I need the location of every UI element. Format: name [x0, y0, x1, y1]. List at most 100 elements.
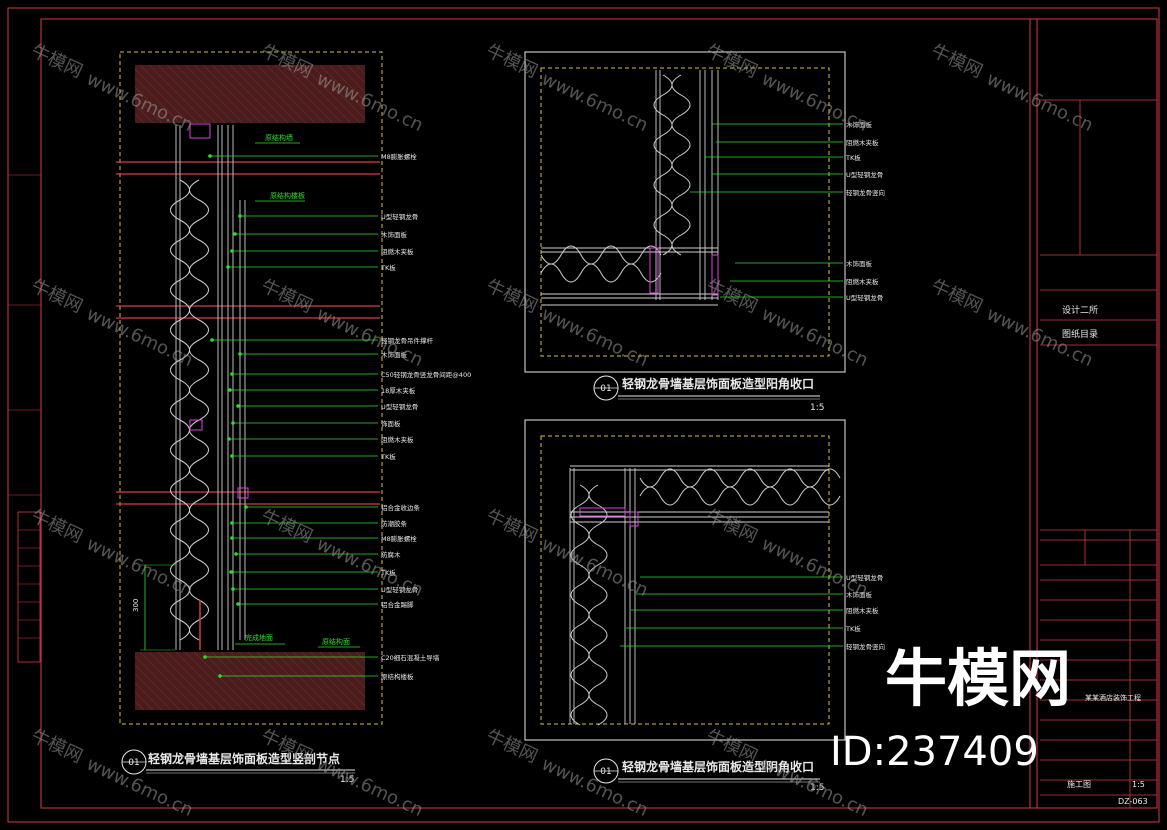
slab-hatch [238, 64, 298, 124]
outer-border [7, 7, 1160, 823]
section-detail-left: 原结构墙原结构楼板M8膨胀螺栓U型轻钢龙骨木饰面板阻燃木夹板TK板轻钢龙骨吊件撑… [116, 51, 471, 775]
watermark-site: www.6mo.cn [758, 534, 871, 602]
callout-label: 阻燃木夹板 [381, 247, 414, 256]
callout-label: U型轻钢龙骨 [381, 402, 418, 411]
leader-dot [203, 655, 207, 659]
detail-rb-scale: 1:5 [810, 783, 824, 793]
insulation-wave [639, 468, 841, 488]
detail-rt-number: 01 [600, 384, 611, 394]
watermark-brand: 牛模网 [258, 275, 316, 317]
slab-hatch [256, 64, 316, 124]
slab-hatch [265, 64, 325, 124]
detail-left-scale: 1:5 [340, 775, 354, 785]
insulation-wave [189, 179, 209, 641]
callout-label: 阻燃木夹板 [846, 277, 879, 286]
leader-dot [230, 536, 234, 540]
slab-hatch [283, 64, 343, 124]
callout-label: 饰面板 [381, 419, 401, 428]
insulation-wave [570, 484, 590, 726]
callout-label: U型轻钢龙骨 [846, 170, 883, 179]
slab-hatch [139, 64, 199, 124]
leader-dot [234, 552, 238, 556]
callout-label: U型轻钢龙骨 [846, 293, 883, 302]
corner-clip [649, 247, 659, 294]
clip-detail [189, 419, 203, 431]
title-block-scale: 1:5 [1132, 780, 1145, 789]
slab-hatch [220, 64, 280, 124]
watermark-brand-large: 牛模网 [885, 642, 1071, 715]
detail-boundary [540, 435, 830, 725]
top-tag: 原结构墙 [265, 133, 293, 142]
callout-label: 阻燃木夹板 [381, 435, 414, 444]
watermark-site: www.6mo.cn [983, 69, 1096, 137]
slab-hatch [193, 651, 253, 711]
insulation-wave [639, 486, 841, 506]
slab-hatch [134, 68, 190, 124]
insulation-wave [653, 74, 673, 256]
callout-label: C20细石混凝土导墙 [381, 653, 440, 662]
slab-hatch [148, 651, 208, 711]
callout-label: 轻钢龙骨吊件撑杆 [381, 336, 434, 345]
leader-dot [238, 352, 242, 356]
callout-label: 18厚木夹板 [381, 386, 416, 395]
watermark-brand: 牛模网 [703, 275, 761, 317]
slab-hatch [193, 64, 253, 124]
callout-label: TK板 [380, 452, 396, 461]
callout-label: TK板 [845, 153, 861, 162]
callout-label: 防腐木 [381, 550, 401, 559]
leader-dot [236, 602, 240, 606]
slab-hatch [175, 64, 235, 124]
callout-label: TK板 [845, 624, 861, 633]
slab-hatch [301, 64, 361, 124]
slab-hatch [229, 651, 289, 711]
insulation-wave [671, 74, 691, 256]
watermark-brand: 牛模网 [28, 725, 86, 767]
clip-detail [189, 123, 211, 139]
slab-hatch [319, 64, 366, 111]
watermark-site: www.6mo.cn [758, 69, 871, 137]
callout-label: 轻钢龙骨竖向 [846, 188, 885, 197]
slab-hatch [292, 64, 352, 124]
slab-hatch [134, 700, 145, 711]
leader-dot [231, 587, 235, 591]
title-block-drawing-no: DZ-063 [1118, 797, 1148, 806]
slab-hatch [175, 651, 235, 711]
detail-boundary [119, 51, 383, 725]
leader-dot [230, 454, 234, 458]
title-block-dept: 设计二所 [1062, 304, 1098, 316]
watermark-brand: 牛模网 [28, 275, 86, 317]
slab-hatch [265, 651, 325, 711]
title-block-project: 某某酒店装饰工程 [1085, 693, 1141, 702]
slab-hatch [256, 651, 316, 711]
slab-hatch [211, 64, 271, 124]
slab-hatch [310, 651, 366, 707]
watermark-brand: 牛模网 [483, 275, 541, 317]
leader-dot [236, 404, 240, 408]
slab-hatch [166, 64, 226, 124]
watermark-brand: 牛模网 [483, 725, 541, 767]
dimension-text: 300 [132, 599, 140, 612]
slab-hatch [346, 64, 366, 84]
slab-hatch [134, 655, 190, 711]
callout-label: 木饰面板 [846, 590, 873, 599]
detail-rt-title: 轻钢龙骨墙基层饰面板造型阳角收口 [622, 376, 814, 391]
callout-label: 防潮胶条 [381, 519, 408, 528]
slab-hatch [310, 64, 366, 120]
watermark-brand: 牛模网 [483, 505, 541, 547]
title-block-drawing-name: 图纸目录 [1062, 328, 1098, 340]
detail-left-number: 01 [128, 758, 139, 768]
slab-hatch [166, 651, 226, 711]
leader-dot [227, 437, 231, 441]
inner-border [40, 18, 1158, 809]
slab-hatch [328, 651, 366, 689]
detail-left-title: 轻钢龙骨墙基层饰面板造型竖剖节点 [148, 751, 340, 766]
